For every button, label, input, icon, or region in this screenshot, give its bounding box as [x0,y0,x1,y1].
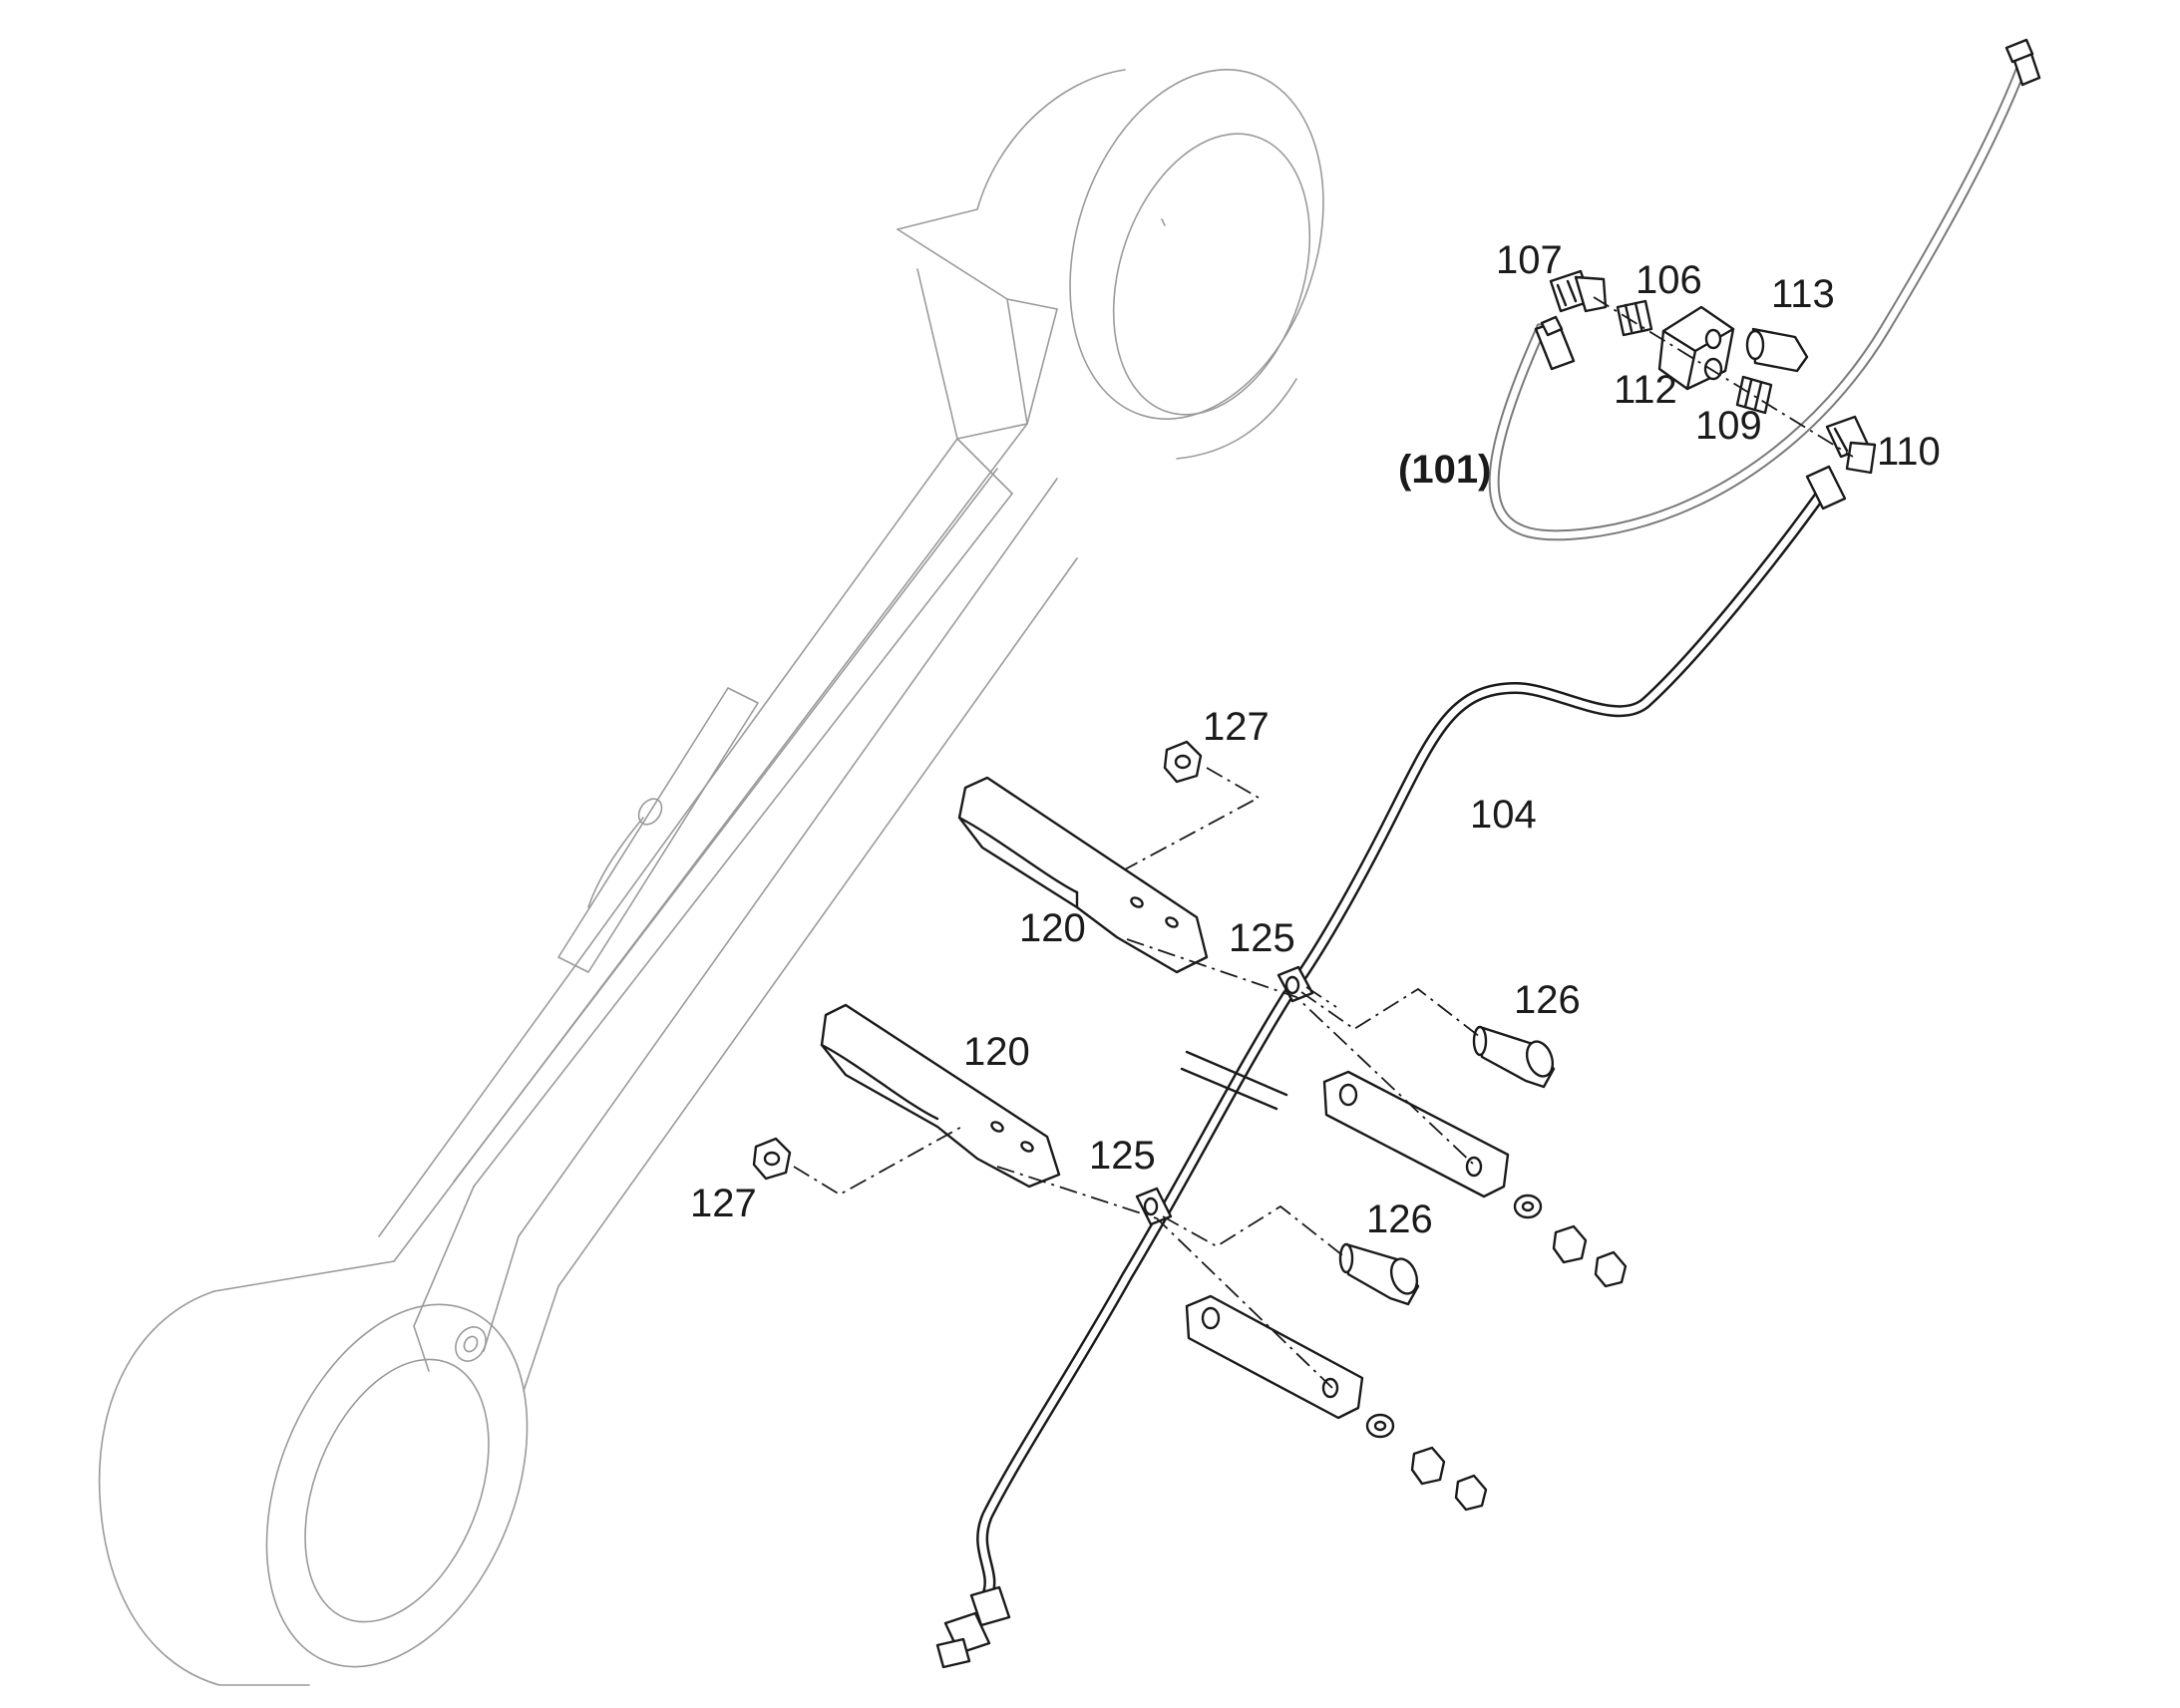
leader-127-upper [1124,767,1261,870]
nut-upper-2 [1594,1250,1628,1288]
callout-112: 112 [1614,368,1677,412]
nut-127-lower [752,1137,792,1181]
leader-126-lower [1162,1204,1347,1259]
bolt-126-lower [1338,1242,1420,1306]
nut-upper-1 [1552,1224,1588,1264]
callout-113: 113 [1771,272,1835,316]
clip-125-upper [1276,965,1314,1003]
callout-127-lower: 127 [690,1182,757,1225]
callout-120-upper: 120 [1019,906,1086,950]
plug-113 [1745,327,1809,373]
bolt-126-upper [1472,1025,1556,1089]
leader-clamp-upper [1126,938,1477,1168]
washer-upper [1513,1194,1543,1219]
callout-107: 107 [1496,238,1563,282]
nut-lower-1 [1410,1446,1446,1486]
hose-end-fitting-left [1534,315,1576,371]
clamp-120-lower [820,1003,1061,1189]
callout-104: 104 [1470,793,1537,837]
pipe-104 [935,465,1847,1669]
adapter-109 [1735,375,1773,415]
elbow-fitting-107 [1549,269,1608,313]
leader-125-upper [1305,986,1337,1008]
hose-end-fitting-top [2004,38,2041,87]
callout-126-upper: 126 [1514,978,1581,1022]
leader-127-lower [793,1124,966,1196]
boom-arm-ghost [98,69,1324,1686]
callout-106: 106 [1635,258,1702,302]
callout-109: 109 [1695,404,1762,448]
fitting-axis-leader [1593,296,1854,458]
callout-labels: (101) 107 106 113 112 109 110 104 127 12… [690,238,1941,1241]
callout-120-lower: 120 [963,1030,1030,1074]
plate-lower [1185,1294,1364,1420]
block-112 [1657,305,1735,391]
adapter-106 [1616,299,1653,337]
elbow-fitting-110 [1825,415,1877,475]
callout-127-upper: 127 [1203,705,1270,749]
clamp-120-upper [957,776,1209,974]
nut-lower-2 [1454,1474,1488,1512]
washer-lower [1365,1413,1395,1439]
nut-127-upper [1163,740,1203,784]
callout-assembly-101: (101) [1398,448,1491,492]
pipe-break-mark [1180,1050,1288,1111]
callout-126-lower: 126 [1366,1197,1433,1241]
hose-assembly-101 [1488,38,2041,541]
leader-clamp-lower [996,1166,1333,1389]
leader-126-upper [1300,987,1481,1038]
plate-upper [1322,1070,1510,1198]
callout-125-upper: 125 [1229,916,1295,960]
callout-110: 110 [1877,430,1941,474]
callout-125-lower: 125 [1089,1134,1156,1178]
